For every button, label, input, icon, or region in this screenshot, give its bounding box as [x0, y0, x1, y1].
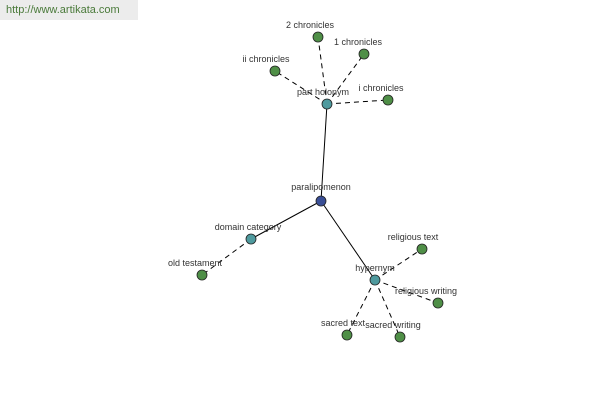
- edge-center-part-holonym: [320, 103, 328, 202]
- relation-node-part-holonym[interactable]: part holonym: [297, 87, 349, 110]
- leaf-node-circle[interactable]: [196, 269, 208, 281]
- center-node-circle[interactable]: [315, 195, 327, 207]
- leaf-node-circle[interactable]: [358, 48, 370, 60]
- leaf-node-sacred-text[interactable]: sacred text: [321, 318, 366, 341]
- relation-node-circle[interactable]: [245, 233, 257, 245]
- edge-part-holonym-2-chronicles: [317, 36, 328, 105]
- site-watermark: http://www.artikata.com: [0, 0, 138, 20]
- leaf-node-label: sacred writing: [365, 320, 421, 330]
- leaf-node-religious-text[interactable]: religious text: [388, 232, 439, 255]
- edge-center-domain-category: [250, 200, 322, 240]
- relation-node-circle[interactable]: [321, 98, 333, 110]
- leaf-node-circle[interactable]: [382, 94, 394, 106]
- edge-hypernym-sacred-text: [346, 279, 376, 336]
- leaf-node-old-testament[interactable]: old testament: [168, 258, 223, 281]
- leaf-node-label: ii chronicles: [242, 54, 290, 64]
- edges-layer: [201, 36, 439, 338]
- leaf-node-circle[interactable]: [394, 331, 406, 343]
- leaf-node-circle[interactable]: [432, 297, 444, 309]
- leaf-node-1-chronicles[interactable]: 1 chronicles: [334, 37, 383, 60]
- leaf-node-circle[interactable]: [269, 65, 281, 77]
- relation-node-label: domain category: [215, 222, 282, 232]
- relation-node-hypernym[interactable]: hypernym: [355, 263, 395, 286]
- edge-part-holonym-1-chronicles: [326, 53, 365, 105]
- edge-part-holonym-ii-chronicles: [274, 70, 328, 105]
- nodes-layer: 2 chronicles 1 chronicles ii chronicles i c…: [168, 20, 457, 343]
- leaf-node-sacred-writing[interactable]: sacred writing: [365, 320, 421, 343]
- leaf-node-circle[interactable]: [341, 329, 353, 341]
- leaf-node-circle[interactable]: [312, 31, 324, 43]
- leaf-node-label: religious writing: [395, 286, 457, 296]
- leaf-node-label: 2 chronicles: [286, 20, 335, 30]
- leaf-node-label: i chronicles: [358, 83, 404, 93]
- relation-node-label: part holonym: [297, 87, 349, 97]
- leaf-node-label: religious text: [388, 232, 439, 242]
- edge-hypernym-religious-text: [374, 248, 423, 281]
- leaf-node-label: sacred text: [321, 318, 366, 328]
- center-node-label: paralipomenon: [291, 182, 351, 192]
- edge-hypernym-sacred-writing: [374, 279, 401, 338]
- leaf-node-ii-chronicles[interactable]: ii chronicles: [242, 54, 290, 77]
- leaf-node-religious-writing[interactable]: religious writing: [395, 286, 457, 309]
- edge-hypernym-religious-writing: [374, 279, 439, 304]
- leaf-node-2-chronicles[interactable]: 2 chronicles: [286, 20, 335, 43]
- edge-domain-category-old-testament: [201, 238, 252, 276]
- edge-center-hypernym: [320, 200, 376, 281]
- relation-node-label: hypernym: [355, 263, 395, 273]
- leaf-node-i-chronicles[interactable]: i chronicles: [358, 83, 404, 106]
- center-node-center[interactable]: paralipomenon: [291, 182, 351, 207]
- relation-node-domain-category[interactable]: domain category: [215, 222, 282, 245]
- edge-part-holonym-i-chronicles: [326, 99, 389, 105]
- leaf-node-label: 1 chronicles: [334, 37, 383, 47]
- relation-node-circle[interactable]: [369, 274, 381, 286]
- leaf-node-circle[interactable]: [416, 243, 428, 255]
- leaf-node-label: old testament: [168, 258, 223, 268]
